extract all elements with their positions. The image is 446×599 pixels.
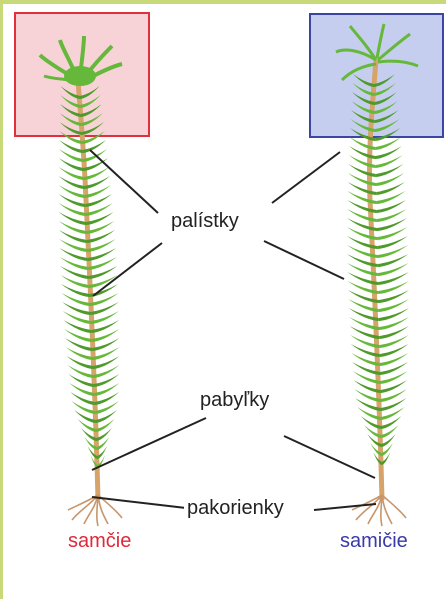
line-leaflet-female-lower: [264, 241, 344, 279]
line-stem-male: [92, 418, 206, 470]
line-stem-female: [284, 436, 375, 478]
label-leaflets: palístky: [171, 210, 239, 233]
line-leaflet-male-lower: [93, 243, 162, 296]
female-rhizoids: [352, 495, 406, 526]
label-male: samčie: [68, 530, 131, 553]
frame-top: [0, 0, 446, 4]
line-leaflet-female-upper: [272, 152, 340, 203]
label-stems: pabyľky: [200, 389, 269, 412]
label-female: samičie: [340, 530, 408, 553]
frame-left: [0, 0, 3, 599]
male-leaves: [59, 86, 120, 468]
label-rhizoids: pakorienky: [184, 497, 287, 520]
callout-lines: [90, 150, 376, 510]
